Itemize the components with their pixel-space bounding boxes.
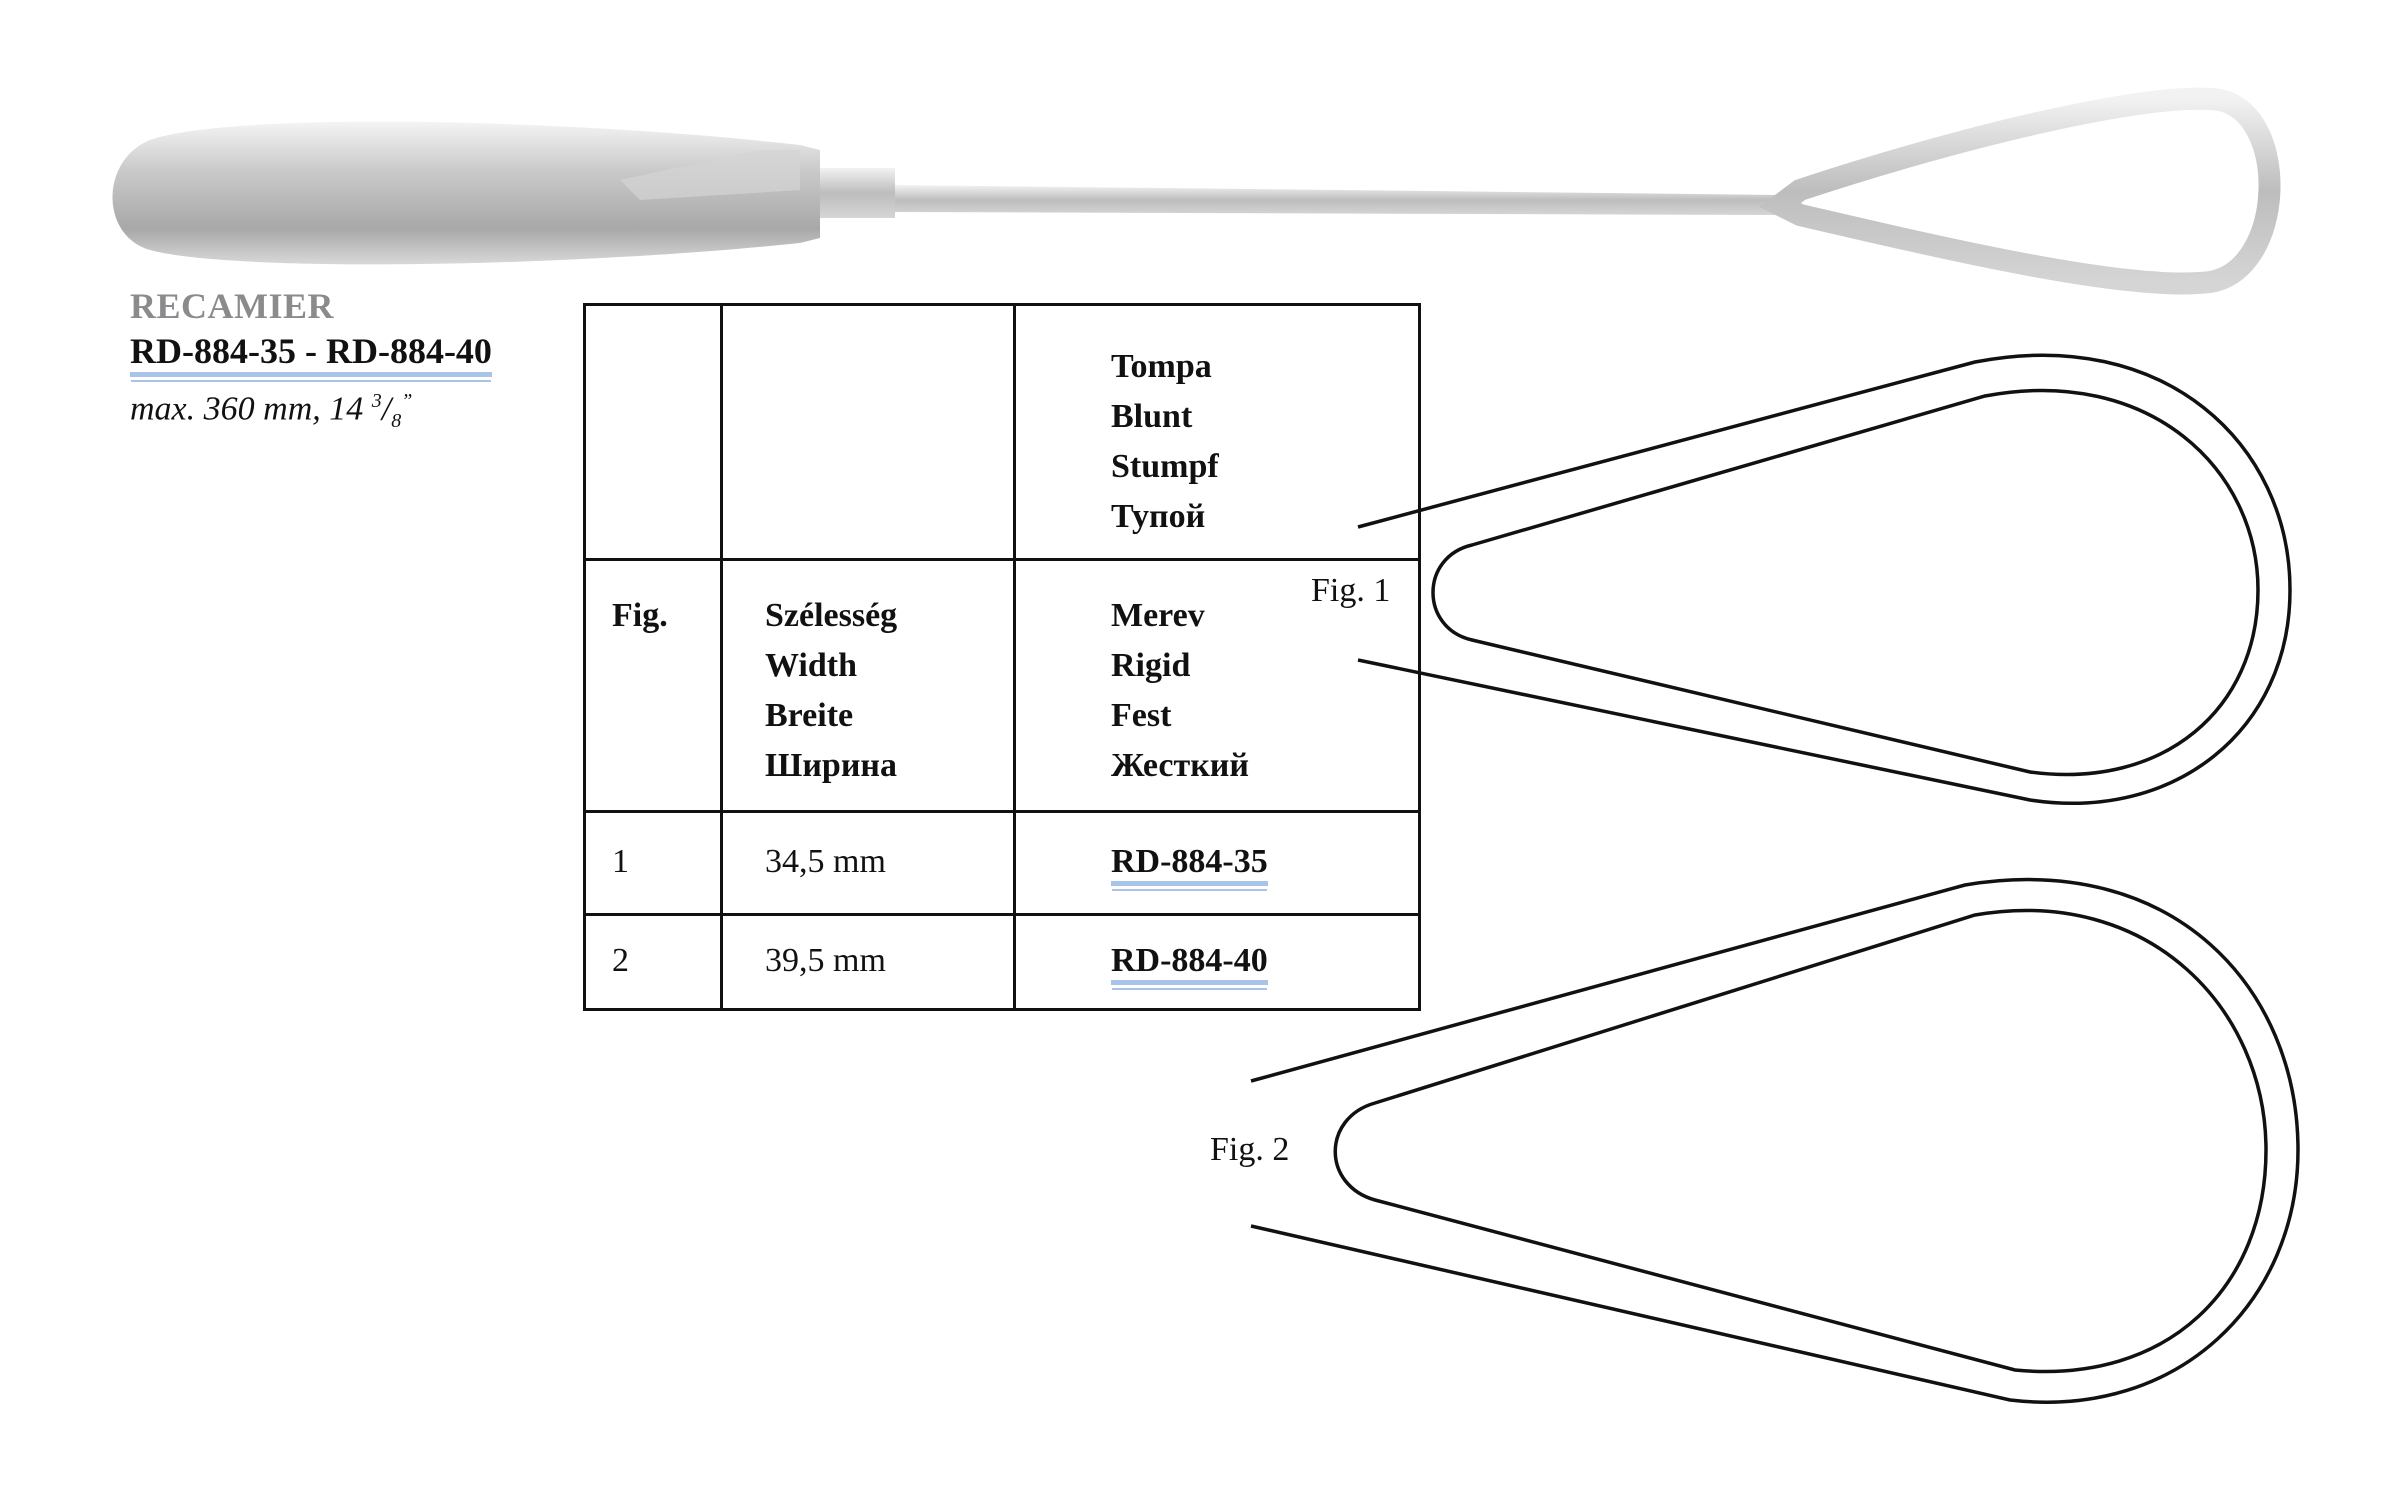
fig-cell: 2 [583,913,723,1011]
label-hu: Merev [1111,597,1205,634]
label-hu: Szélesség [765,597,898,634]
product-brand: RECAMIER [130,286,335,326]
table-header-row-2: Fig. Szélesség Width Breite Ширина Merev… [583,558,1421,813]
code-cell: RD-884-40 [1013,913,1421,1011]
label-en: Width [765,647,857,684]
fig-cell: 1 [583,810,723,916]
header-cell-empty [720,303,1016,561]
product-length: max. 360 mm, 14 3/8” [130,390,412,433]
product-codes: RD-884-35 - RD-884-40 [130,330,492,377]
fig2-label: Fig. 2 [1210,1131,1290,1168]
code-cell: RD-884-35 [1013,810,1421,916]
fraction-slash: / [381,390,392,428]
header-cell-empty [583,303,723,561]
product-codes-link[interactable]: RD-884-35 - RD-884-40 [130,331,492,377]
fraction-denominator: 8 [391,410,402,433]
table-row: 1 34,5 mm RD-884-35 [583,810,1421,916]
fig1-drawing [1357,353,2292,805]
product-code-link[interactable]: RD-884-35 [1111,843,1268,886]
fraction-numerator: 3 [371,390,382,412]
header-tip-type: Tompa Blunt Stumpf Тупой [1013,303,1421,561]
label-ru: Ширина [765,747,898,784]
table-row: 2 39,5 mm RD-884-40 [583,913,1421,1011]
header-fig: Fig. [583,558,723,813]
width-cell: 34,5 mm [720,810,1016,916]
fig1-label: Fig. 1 [1311,572,1391,609]
label-ru: Жесткий [1111,747,1249,784]
label-de: Fest [1111,697,1172,734]
fig2-drawing [1250,878,2300,1404]
label-hu: Tompa [1111,348,1212,385]
header-rigidity: Merev Rigid Fest Жесткий [1013,558,1421,813]
label-en: Blunt [1111,398,1193,435]
label-en: Rigid [1111,647,1191,684]
label-de: Breite [765,697,854,734]
instrument-photo [112,87,2281,295]
header-width: Szélesség Width Breite Ширина [720,558,1016,813]
length-text: max. 360 mm, 14 [130,390,364,428]
spec-table: Tompa Blunt Stumpf Тупой Fig. Szélesség … [583,303,1421,1011]
label-ru: Тупой [1111,498,1206,535]
inch-mark: ” [401,390,413,412]
product-code-link[interactable]: RD-884-40 [1111,942,1268,985]
label-de: Stumpf [1111,448,1219,485]
table-header-row-1: Tompa Blunt Stumpf Тупой [583,303,1421,561]
width-cell: 39,5 mm [720,913,1016,1011]
